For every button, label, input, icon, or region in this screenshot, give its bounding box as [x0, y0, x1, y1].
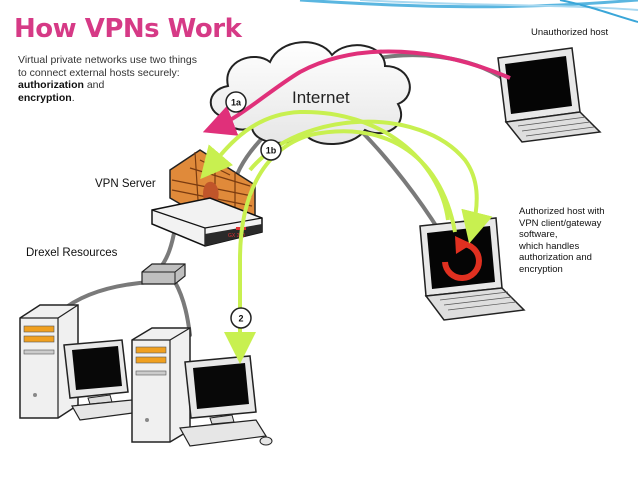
unauthorized-host-label: Unauthorized host	[531, 27, 609, 38]
intro-and: and	[83, 79, 105, 91]
step-marker-1a: 1a	[225, 91, 247, 113]
internet-label: Internet	[292, 88, 350, 107]
intro-text: Virtual private networks use two things …	[18, 54, 228, 104]
server-brand-text: GX 200	[228, 233, 245, 239]
drexel-resources-label: Drexel Resources	[26, 247, 118, 259]
intro-line-4: encryption.	[18, 92, 228, 105]
auth-line: which handles	[519, 240, 580, 252]
auth-line: VPN client/gateway	[519, 217, 602, 229]
intro-line-3: authorization and	[18, 79, 228, 92]
resource-tower-right	[131, 327, 191, 443]
unauthorized-laptop-icon	[497, 47, 602, 143]
step-1b-label: 1b	[266, 146, 277, 156]
network-switch-icon	[141, 263, 186, 285]
intro-authorization: authorization	[18, 79, 84, 91]
intro-period: .	[71, 91, 75, 104]
intro-encryption: encryption	[18, 91, 72, 104]
step-marker-2: 2	[230, 307, 252, 329]
auth-line: encryption	[519, 263, 563, 275]
step-1a-label: 1a	[231, 98, 242, 108]
decorative-swoosh	[299, 0, 638, 23]
resource-tower-left	[19, 304, 79, 419]
intro-line-1: Virtual private networks use two things	[18, 54, 197, 66]
auth-line: software,	[519, 229, 558, 240]
intro-line-2: to connect external hosts securely:	[18, 66, 180, 79]
resource-monitor-right	[179, 355, 273, 447]
authorized-laptop-icon	[419, 217, 526, 321]
refresh-icon	[442, 236, 482, 281]
authorized-host-label: Authorized host with VPN client/gateway …	[519, 206, 631, 275]
auth-line: Authorized host with	[519, 206, 605, 217]
denied-path-arrow	[202, 49, 511, 136]
resource-monitor-left	[63, 339, 142, 421]
step-2-label: 2	[238, 314, 243, 324]
slide-title: How VPNs Work	[14, 14, 242, 44]
vpn-server-label: VPN Server	[95, 178, 156, 190]
auth-line: authorization and	[519, 252, 592, 263]
step-marker-1b: 1b	[260, 139, 282, 161]
